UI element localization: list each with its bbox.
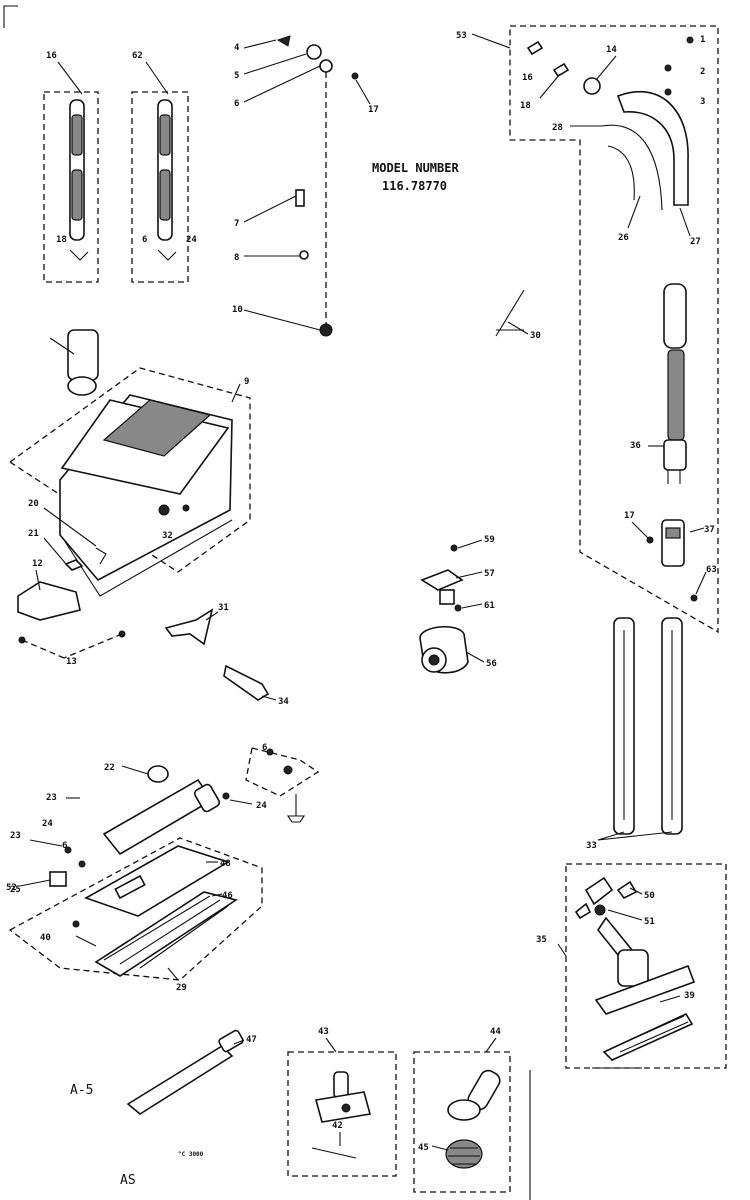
brush-box-44 (413, 1051, 511, 1193)
label-12: 12 (32, 559, 43, 569)
label-35: 35 (536, 935, 547, 945)
label-17b: 17 (624, 511, 635, 521)
dusting-brush (311, 1071, 372, 1159)
adapter-37 (646, 519, 685, 567)
label-18b: 18 (56, 235, 67, 245)
label-6d: 6 (142, 235, 147, 245)
brush-box-43 (287, 1051, 397, 1177)
label-6c: 6 (62, 841, 67, 851)
label-31: 31 (218, 603, 229, 613)
callout-labels: 1 2 3 4 5 6 7 8 10 9 12 13 14 16 16 18 1… (6, 31, 717, 1153)
label-24b: 24 (42, 819, 53, 829)
label-5: 5 (234, 71, 239, 81)
model-number: 116.78770 (382, 179, 447, 193)
round-brush (445, 1069, 501, 1169)
label-18a: 18 (520, 101, 531, 111)
screw-6 (690, 594, 698, 602)
label-59: 59 (484, 535, 495, 545)
label-2: 2 (700, 67, 705, 77)
label-26: 26 (618, 233, 629, 243)
tool-box-35 (565, 863, 727, 1069)
body-box (8, 367, 251, 573)
label-43: 43 (318, 1027, 329, 1037)
label-3: 3 (700, 97, 705, 107)
label-47: 47 (246, 1035, 257, 1045)
brush-roll (102, 765, 230, 856)
clip-30 (495, 289, 525, 337)
label-40: 40 (40, 933, 51, 943)
corner-mark (3, 5, 18, 28)
page-code: A-5 (70, 1083, 93, 1098)
label-34: 34 (278, 697, 289, 707)
label-21: 21 (28, 529, 39, 539)
label-6a: 63 (706, 565, 717, 575)
label-22: 22 (104, 763, 115, 773)
label-28: 28 (552, 123, 563, 133)
label-32: 32 (162, 531, 173, 541)
motor-parts (419, 544, 469, 674)
switch-parts (17, 547, 126, 644)
small-mark: "C 3000 (178, 1151, 204, 1158)
canister-body (59, 329, 233, 597)
label-45: 45 (418, 1143, 429, 1153)
label-27: 27 (690, 237, 701, 247)
crevice-tool-47 (126, 1029, 244, 1115)
label-17a: 17 (368, 105, 379, 115)
hose-36 (663, 283, 687, 484)
label-48: 48 (220, 859, 231, 869)
label-63: 62 (132, 51, 143, 61)
label-4: 4 (234, 43, 240, 53)
label-8: 8 (234, 253, 239, 263)
label-33: 33 (586, 841, 597, 851)
label-53: 53 (456, 31, 467, 41)
label-36: 36 (630, 441, 641, 451)
label-57: 57 (484, 569, 495, 579)
label-37: 37 (704, 525, 715, 535)
label-46: 46 (222, 891, 233, 901)
label-1: 1 (700, 35, 705, 45)
label-16a: 16 (522, 73, 533, 83)
handle-34 (223, 664, 270, 701)
screw-box (245, 747, 320, 797)
label-62: 61 (484, 601, 495, 611)
label-24c: 24 (186, 235, 197, 245)
bag-assembly-16 (43, 91, 99, 283)
label-51: 51 (644, 917, 655, 927)
label-6: 6 (234, 99, 239, 109)
cord-assembly (276, 35, 359, 337)
upholstery-tool (574, 876, 696, 1061)
screw-parts (266, 748, 306, 823)
base-box (8, 837, 263, 981)
hose-parts (526, 36, 694, 211)
label-29: 29 (176, 983, 187, 993)
label-6b: 6 (262, 743, 267, 753)
label-30: 30 (530, 331, 541, 341)
label-10: 10 (232, 305, 243, 315)
latch-61 (164, 608, 214, 646)
bag-assembly-63 (131, 91, 189, 283)
model-heading: MODEL NUMBER (372, 161, 459, 175)
label-52: 52 (6, 883, 17, 893)
label-14: 14 (606, 45, 617, 55)
hose-box (509, 25, 719, 634)
label-23a: 23 (46, 793, 57, 803)
small-parts-left (29, 839, 86, 887)
label-50: 50 (644, 891, 655, 901)
label-56: 56 (486, 659, 497, 669)
page-code-lower: AS (120, 1173, 136, 1188)
label-25: 25 (10, 885, 21, 895)
label-9: 9 (244, 377, 249, 387)
label-16b: 16 (46, 51, 57, 61)
label-39: 39 (684, 991, 695, 1001)
label-44: 44 (490, 1027, 501, 1037)
wands-33 (613, 617, 683, 835)
label-24a: 24 (256, 801, 267, 811)
label-13: 13 (66, 657, 77, 667)
label-7: 7 (234, 219, 239, 229)
nozzle-base (72, 845, 238, 977)
label-20: 20 (28, 499, 39, 509)
label-42: 42 (332, 1121, 343, 1131)
label-23b: 23 (10, 831, 21, 841)
